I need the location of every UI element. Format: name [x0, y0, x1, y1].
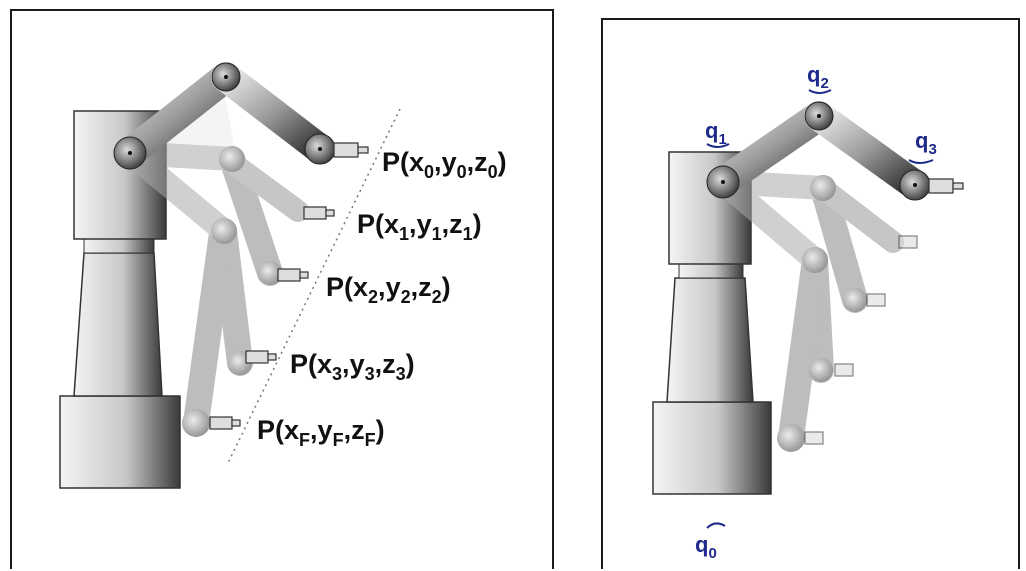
ghost-arm-positions [711, 170, 904, 452]
joint-label-q2: q2 [807, 62, 829, 92]
joint-rotation-arrows [706, 89, 934, 529]
point-label: P(x1,y1,z1) [357, 209, 482, 244]
point-label: P(xF,yF,zF) [257, 415, 385, 450]
robot-arm-main [113, 62, 336, 170]
point-labels: P(x0,y0,z0) P(x1,y1,z1) P(x2,y2,z2) P(x3… [257, 147, 507, 450]
point-label: P(x0,y0,z0) [382, 147, 507, 182]
joint-label-q0: q0 [695, 532, 717, 562]
joint-label-q1: q1 [705, 118, 727, 148]
end-effectors [209, 142, 369, 430]
point-label: P(x2,y2,z2) [326, 272, 451, 307]
robot-arm-trajectory-diagram: P(x0,y0,z0) P(x1,y1,z1) P(x2,y2,z2) P(x3… [59, 62, 507, 489]
robot-arm-main [706, 101, 931, 201]
point-label: P(x3,y3,z3) [290, 349, 415, 384]
joint-angles-panel: q0 q1 q2 q3 [601, 18, 1020, 569]
trajectory-panel: P(x0,y0,z0) P(x1,y1,z1) P(x2,y2,z2) P(x3… [10, 9, 554, 569]
joint-label-q3: q3 [915, 128, 937, 158]
joint-labels: q0 q1 q2 q3 [695, 62, 937, 562]
end-effectors [804, 178, 964, 445]
robot-arm-joints-diagram: q0 q1 q2 q3 [652, 62, 964, 562]
